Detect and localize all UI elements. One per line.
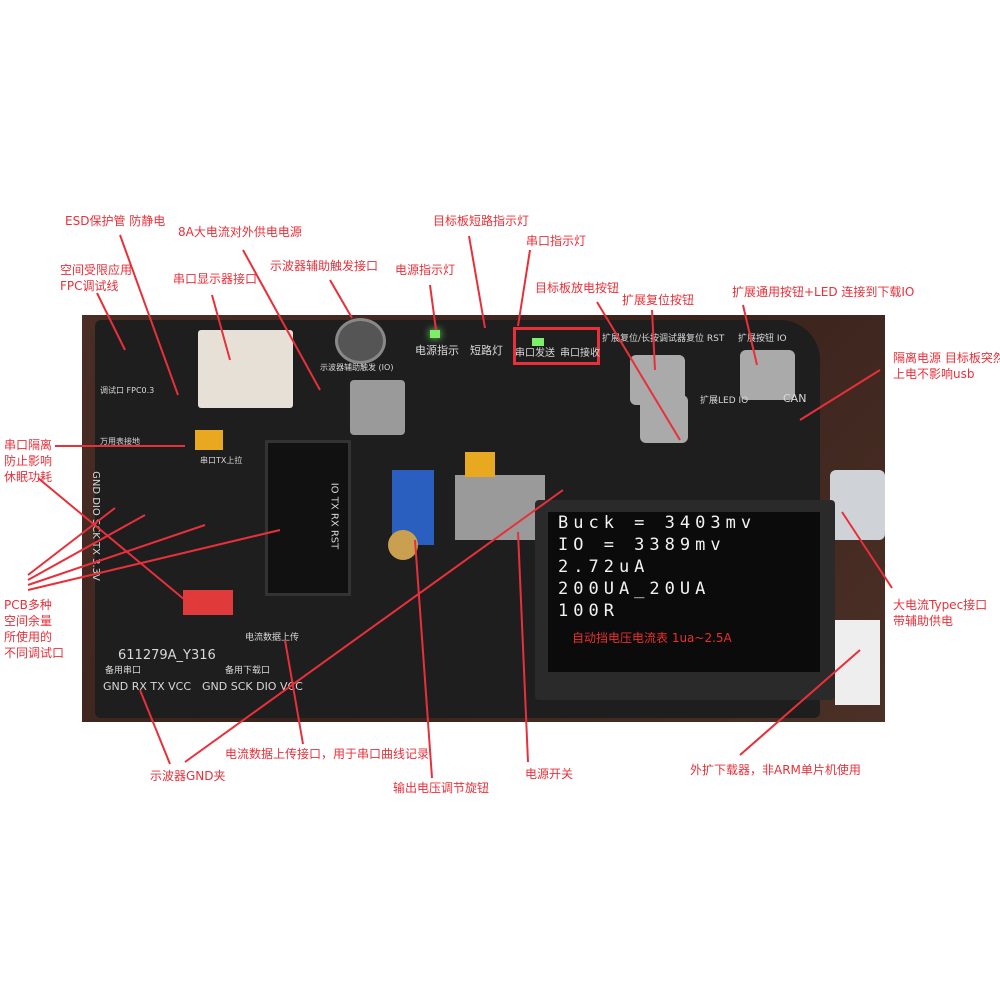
uart-led-box bbox=[513, 327, 600, 365]
silk-power-ind: 电源指示 bbox=[415, 344, 459, 357]
silk-spare-dl: 备用下载口 bbox=[225, 666, 271, 676]
label-serial-led: 串口指示灯 bbox=[526, 234, 587, 248]
oled-line-4: 200UA_20UA bbox=[558, 579, 711, 599]
leader-switch bbox=[517, 531, 529, 763]
leader-sleep bbox=[37, 477, 186, 601]
label-discharge: 目标板放电按钮 bbox=[535, 281, 620, 295]
leader-typec bbox=[841, 511, 893, 589]
label-8a: 8A大电流对外供电电源 bbox=[178, 225, 302, 239]
silk-uart-port: GND RX TX VCC bbox=[103, 680, 192, 693]
label-power-led: 电源指示灯 bbox=[395, 263, 456, 277]
silk-current-up: 电流数据上传 bbox=[245, 633, 300, 643]
leader-reset bbox=[651, 309, 656, 371]
label-pcb-4: 不同调试口 bbox=[4, 646, 65, 660]
leader-isolated bbox=[799, 369, 881, 421]
leader-upload bbox=[284, 639, 304, 745]
leader-serial-display bbox=[211, 294, 231, 361]
leader-ext-dl bbox=[739, 649, 861, 756]
label-serial-display: 串口显示器接口 bbox=[173, 272, 258, 286]
oled-caption: 自动挡电压电流表 1ua~2.5A bbox=[572, 631, 732, 645]
silk-rst: 扩展复位/长按调试器复位 RST bbox=[602, 334, 725, 344]
leader-pcb-1 bbox=[27, 507, 116, 576]
power-switch bbox=[455, 475, 545, 540]
scope-trigger-jack bbox=[335, 318, 386, 364]
label-typec-2: 带辅助供电 bbox=[893, 614, 954, 628]
oled-display: Buck = 3403mv IO = 3389mv 2.72uA 200UA_2… bbox=[548, 512, 820, 672]
inductor bbox=[350, 380, 405, 435]
leader-serial-led bbox=[517, 249, 531, 327]
silk-scope-io: 示波器辅助触发 (IO) bbox=[320, 363, 394, 372]
ext-connector bbox=[835, 620, 880, 705]
silk-short: 短路灯 bbox=[470, 344, 503, 357]
silk-ext-btn: 扩展按钮 IO bbox=[738, 334, 787, 344]
silk-uart-tx: 串口发送 bbox=[515, 348, 555, 359]
uart-tx-led bbox=[532, 338, 544, 346]
leader-knob bbox=[414, 539, 433, 779]
jumper-red bbox=[183, 590, 233, 615]
silk-swd-port: GND SCK DIO VCC bbox=[202, 680, 303, 693]
label-isolated-1: 隔离电源 目标板突然 bbox=[893, 351, 1000, 365]
silk-debug-fpc: 调试口 FPC0.3 bbox=[100, 386, 155, 395]
leader-power-led bbox=[429, 284, 437, 331]
silk-model: 611279A_Y316 bbox=[118, 648, 216, 663]
label-pcb-1: PCB多种 bbox=[4, 598, 52, 612]
power-led bbox=[430, 330, 440, 338]
label-esd: ESD保护管 防静电 bbox=[65, 214, 166, 228]
jumper-power bbox=[465, 452, 495, 477]
leader-gnd-2 bbox=[184, 489, 564, 763]
power-connector bbox=[198, 330, 293, 408]
label-scope-trigger: 示波器辅助触发接口 bbox=[270, 259, 379, 273]
leader-general bbox=[742, 304, 758, 366]
label-fpc-2: FPC调试线 bbox=[60, 279, 119, 293]
label-isolated-2: 上电不影响usb bbox=[893, 367, 975, 381]
oled-line-1: Buck = 3403mv bbox=[558, 513, 757, 533]
label-serial-iso-3: 休眠功耗 bbox=[4, 470, 53, 484]
silk-ext-led: 扩展LED IO bbox=[700, 396, 749, 406]
label-current-upload: 电流数据上传接口，用于串口曲线记录 bbox=[225, 747, 430, 761]
silk-can: CAN bbox=[783, 392, 807, 405]
label-typec-1: 大电流Typec接口 bbox=[893, 598, 988, 612]
label-reset: 扩展复位按钮 bbox=[622, 293, 695, 307]
voltage-knob bbox=[388, 530, 418, 560]
silk-uart-tx-pull: 串口TX上拉 bbox=[200, 456, 243, 465]
label-general: 扩展通用按钮+LED 连接到下载IO bbox=[732, 285, 915, 299]
discharge-button bbox=[640, 395, 688, 443]
label-pcb-2: 空间余量 bbox=[4, 614, 53, 628]
jumper-uart bbox=[195, 430, 223, 450]
leader-short-led bbox=[468, 235, 486, 329]
leader-esd bbox=[119, 234, 179, 396]
leader-discharge bbox=[596, 301, 681, 441]
silk-uart-rx: 串口接收 bbox=[560, 348, 600, 359]
debug-header bbox=[265, 440, 351, 596]
label-scope-gnd: 示波器GND夹 bbox=[150, 769, 226, 783]
label-pcb-3: 所使用的 bbox=[4, 630, 53, 644]
oled-line-5: 100R bbox=[558, 601, 619, 621]
label-serial-iso-1: 串口隔离 bbox=[4, 438, 53, 452]
leader-8a bbox=[242, 249, 321, 391]
label-voltage-knob: 输出电压调节旋钮 bbox=[393, 781, 490, 795]
silk-spare-uart: 备用串口 bbox=[105, 666, 142, 676]
leader-scope-trigger bbox=[329, 279, 353, 319]
label-serial-iso-2: 防止影响 bbox=[4, 454, 53, 468]
leader-gnd-1 bbox=[139, 689, 171, 765]
leader-pcb-2 bbox=[27, 514, 146, 581]
oled-line-3: 2.72uA bbox=[558, 557, 650, 577]
label-short-led: 目标板短路指示灯 bbox=[433, 214, 530, 228]
label-power-switch: 电源开关 bbox=[525, 767, 574, 781]
silk-multimeter: 万用表接地 bbox=[100, 437, 140, 446]
leader-fpc bbox=[96, 292, 126, 351]
oled-line-2: IO = 3389mv bbox=[558, 535, 726, 555]
typec-cable bbox=[830, 470, 885, 540]
label-fpc-1: 空间受限应用 bbox=[60, 263, 133, 277]
general-button bbox=[740, 350, 795, 400]
label-ext-downloader: 外扩下载器，非ARM单片机使用 bbox=[690, 763, 861, 777]
leader-pcb-3 bbox=[27, 524, 206, 586]
leader-pcb-4 bbox=[27, 529, 281, 591]
